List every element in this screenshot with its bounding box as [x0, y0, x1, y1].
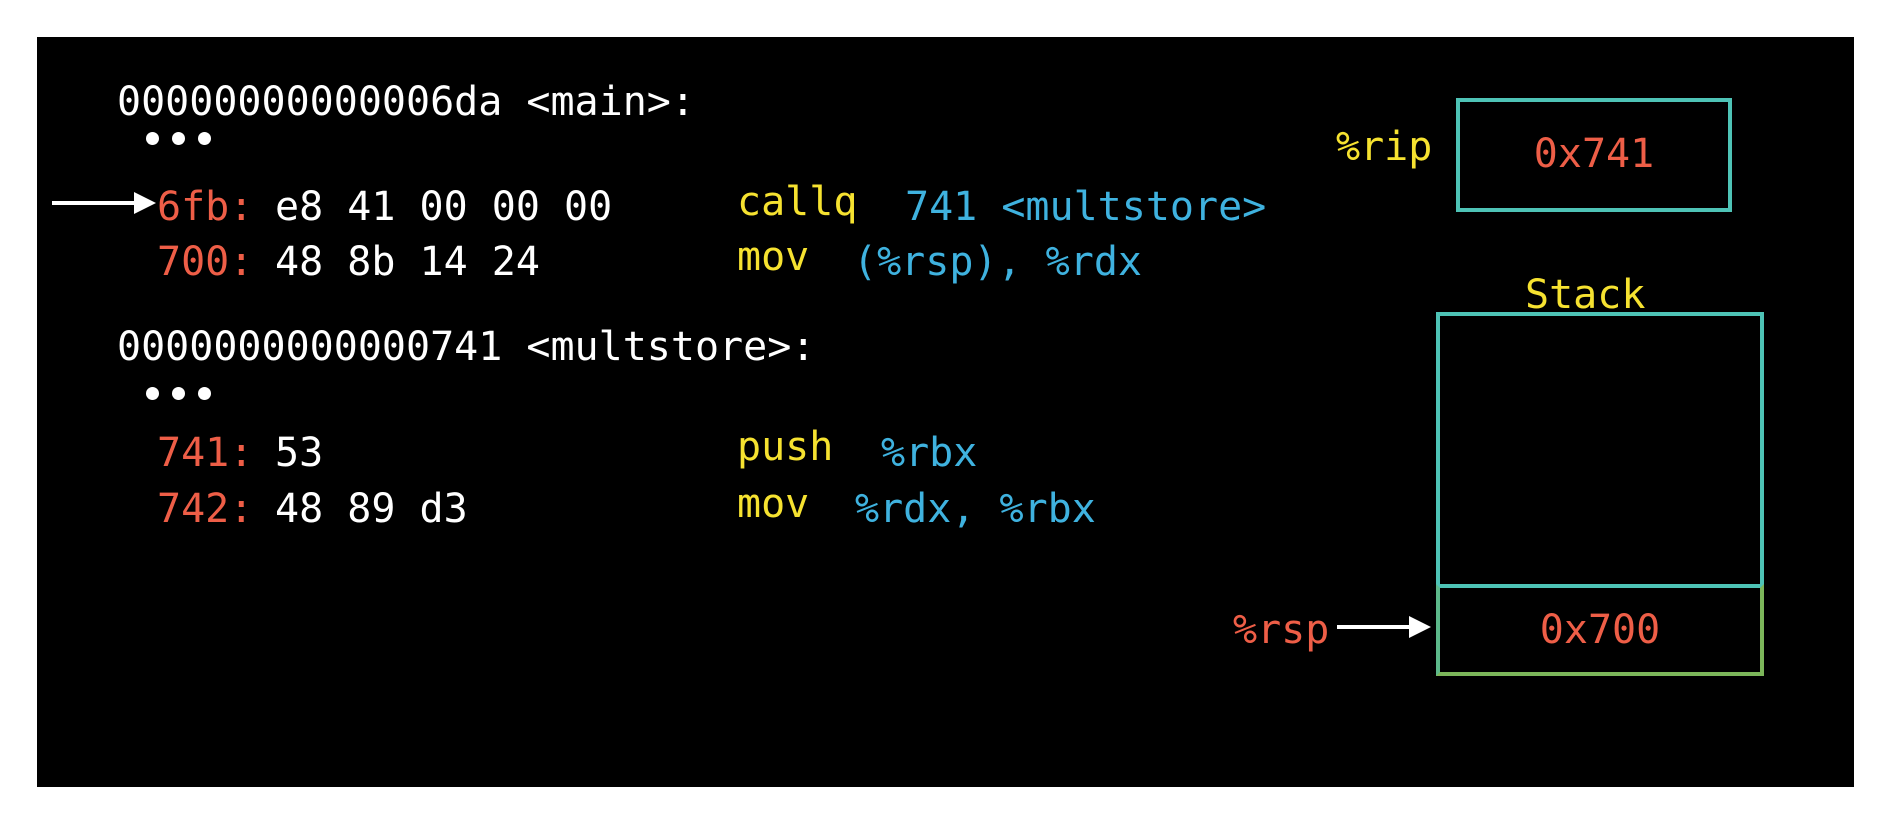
multstore-function-header: 0000000000000741 <multstore>: [117, 324, 816, 370]
instruction-mnemonic: push [737, 424, 834, 470]
instruction-operands: %rdx, %rbx [855, 486, 1096, 532]
stack-top-slot: 0x700 [1436, 584, 1764, 676]
instruction-mnemonic: callq [737, 179, 858, 225]
instruction-mnemonic: mov [737, 234, 810, 280]
instruction-operands: 741 <multstore> [905, 184, 1267, 230]
rip-register-label: %rip [1336, 124, 1433, 170]
instruction-address: 741: [157, 430, 254, 476]
rip-register-value: 0x741 [1533, 131, 1655, 177]
rsp-register-label: %rsp [1233, 607, 1330, 653]
main-function-header: 00000000000006da <main>: [117, 79, 695, 125]
instruction-address: 742: [157, 486, 254, 532]
instruction-mnemonic: mov [737, 481, 810, 527]
rsp-arrow-icon [1337, 616, 1431, 638]
stack-slot-value: 0x700 [1539, 607, 1661, 653]
instruction-operands: (%rsp), %rdx [853, 239, 1142, 285]
slide: 00000000000006da <main>: 6fb: e8 41 00 0… [37, 37, 1854, 787]
ellipsis-icon [146, 387, 211, 400]
instruction-address: 700: [157, 239, 254, 285]
stack-title: Stack [1525, 272, 1646, 318]
instruction-operands: %rbx [881, 430, 978, 476]
rip-register-box: 0x741 [1456, 98, 1732, 212]
pc-arrow-icon [52, 192, 156, 214]
instruction-bytes: e8 41 00 00 00 [275, 184, 613, 230]
instruction-bytes: 48 89 d3 [275, 486, 468, 532]
instruction-bytes: 53 [275, 430, 324, 476]
ellipsis-icon [146, 132, 211, 145]
instruction-bytes: 48 8b 14 24 [275, 239, 540, 285]
instruction-address: 6fb: [157, 184, 254, 230]
stack-empty-region [1436, 312, 1764, 588]
